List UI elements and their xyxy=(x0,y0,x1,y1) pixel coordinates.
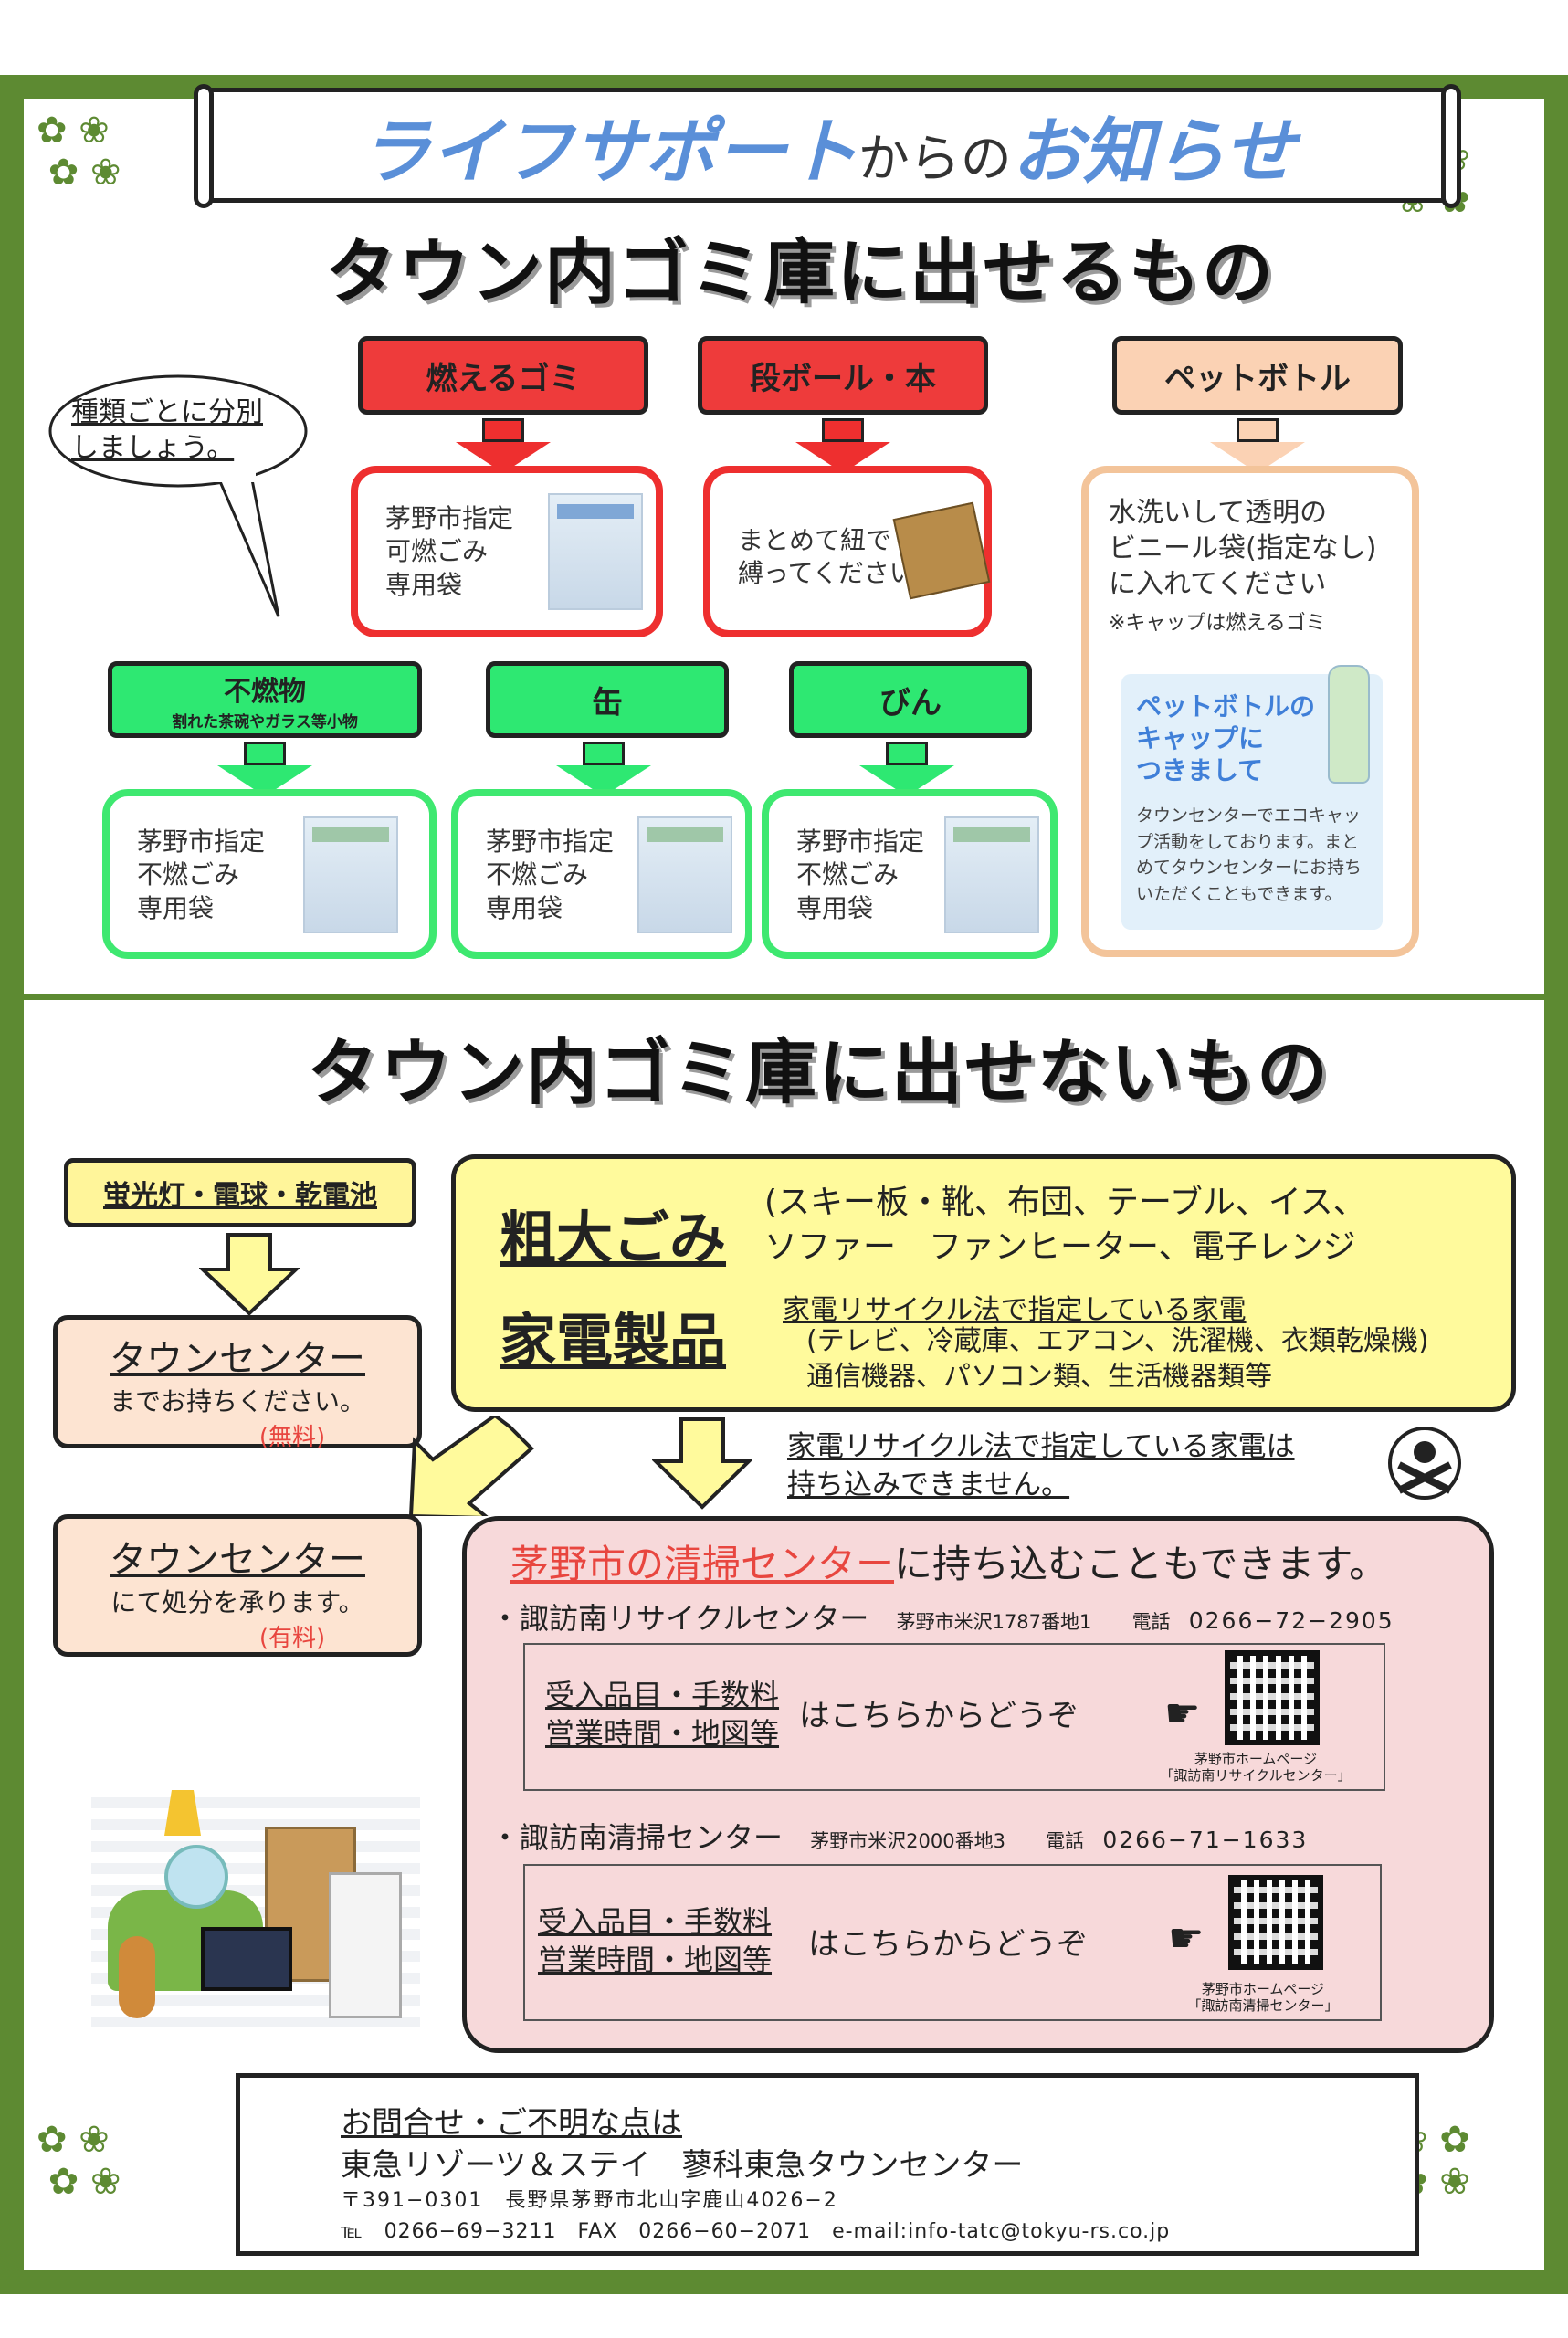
town-center-free-box: タウンセンター までお持ちください。 (無料) xyxy=(53,1315,422,1451)
burnable-box: 茅野市指定 可燃ごみ 専用袋 xyxy=(351,466,663,637)
cardboard-bundle-image xyxy=(892,501,991,600)
category-can: 缶 xyxy=(486,661,729,738)
contact-box: お問合せ・ご不明な点は 東急リゾーツ＆ステイ 蓼科東急タウンセンター 〒391−… xyxy=(236,2073,1419,2256)
pet-bottle-box: 水洗いして透明の ビニール袋(指定なし) に入れてください ※キャップは燃えるゴ… xyxy=(1081,466,1419,957)
arrow-down-icon xyxy=(244,742,286,765)
recycle-link-fees[interactable]: 受入品目・手数料 xyxy=(545,1678,780,1712)
appliances-illustration xyxy=(91,1790,420,2027)
town-center-paid-box: タウンセンター にて処分を承ります。 (有料) xyxy=(53,1514,422,1657)
can-box: 茅野市指定 不燃ごみ 専用袋 xyxy=(451,789,752,959)
arrow-down-icon xyxy=(583,742,625,765)
arrow-down-left-icon xyxy=(408,1416,534,1516)
category-burnable: 燃えるゴミ xyxy=(358,336,648,415)
facility-recycle-info: 受入品目・手数料 営業時間・地図等 はこちらからどうぞ ☛ 茅野市ホームページ … xyxy=(523,1643,1385,1791)
category-lamps: 蛍光灯・電球・乾電池 xyxy=(64,1158,416,1227)
cannot-dispose-heading: タウン内ゴミ庫に出せないもの xyxy=(307,1032,1331,1114)
arrow-down-icon xyxy=(482,418,524,442)
cleaning-center-box: 茅野市の清掃センターに持ち込むこともできます。 ・諏訪南リサイクルセンター 茅野… xyxy=(462,1516,1494,2053)
arrow-down-icon xyxy=(652,1417,752,1510)
can-dispose-heading: タウン内ゴミ庫に出せるもの xyxy=(325,232,1276,314)
cleaning-center-link[interactable]: 茅野市の清掃センター xyxy=(510,1542,895,1586)
bottle-bag-image xyxy=(944,816,1039,933)
facility-recycle: ・諏訪南リサイクルセンター 茅野市米沢1787番地1 電話 0266−72−29… xyxy=(490,1601,1394,1636)
appliance-title: 家電製品 xyxy=(500,1307,727,1374)
contact-heading: お問合せ・ご不明な点は xyxy=(341,2105,682,2142)
appliance-law: 家電リサイクル法で指定している家電 xyxy=(783,1294,1247,1326)
burnable-bag-image xyxy=(548,493,643,610)
section-divider xyxy=(24,994,1544,1000)
non-burnable-bag-image xyxy=(303,816,398,933)
qr-code[interactable] xyxy=(1228,1875,1323,1970)
recycle-link-hours[interactable]: 営業時間・地図等 xyxy=(545,1716,780,1751)
can-bag-image xyxy=(637,816,732,933)
bubble-text: 種類ごとに分別しましょう。 xyxy=(71,396,263,464)
cleaning-link-fees[interactable]: 受入品目・手数料 xyxy=(538,1904,773,1939)
flower-branch-icon: ✿ ❀ ✿ ❀ xyxy=(37,2119,121,2203)
scroll-end-right xyxy=(1441,84,1461,208)
category-non-burnable: 不燃物 割れた茶碗やガラス等小物 xyxy=(108,661,422,738)
cleaning-link-hours[interactable]: 営業時間・地図等 xyxy=(538,1943,773,1977)
cardboard-box: まとめて紐で 縛ってください xyxy=(703,466,992,637)
qr-code[interactable] xyxy=(1225,1650,1320,1745)
title-banner xyxy=(203,88,1452,203)
prohibited-icon xyxy=(1388,1427,1461,1500)
bottle-image xyxy=(1328,665,1370,784)
contact-phone-email[interactable]: ℡ 0266−69−3211 FAX 0266−60−2071 e-mail:i… xyxy=(341,2220,1171,2243)
banner-title: ライフサポートからのお知らせ xyxy=(359,111,1296,194)
facility-cleaning: ・諏訪南清掃センター 茅野市米沢2000番地3 電話 0266−71−1633 xyxy=(490,1820,1309,1855)
speech-bubble xyxy=(48,374,308,617)
bulky-title: 粗大ごみ xyxy=(500,1205,727,1271)
facility-cleaning-info: 受入品目・手数料 営業時間・地図等 はこちらからどうぞ ☛ 茅野市ホームページ … xyxy=(523,1864,1382,2021)
recycle-law-warning: 家電リサイクル法で指定している家電は 持ち込みできません。 xyxy=(787,1430,1295,1501)
arrow-down-icon xyxy=(199,1233,300,1316)
bulky-items: (スキー板・靴、布団、テーブル、イス、 ソファー ファンヒーター、電子レンジ xyxy=(764,1184,1366,1266)
appliance-items: (テレビ、冷蔵庫、エアコン、洗濯機、衣類乾燥機) 通信機器、パソコン類、生活機器… xyxy=(806,1325,1429,1393)
category-pet-bottle: ペットボトル xyxy=(1112,336,1403,415)
bottle-box: 茅野市指定 不燃ごみ 専用袋 xyxy=(762,789,1058,959)
bulky-appliance-box: 粗大ごみ (スキー板・靴、布団、テーブル、イス、 ソファー ファンヒーター、電子… xyxy=(451,1154,1516,1412)
pointing-hand-icon: ☛ xyxy=(1168,1915,1205,1962)
eco-cap-panel: ペットボトルの キャップに つきまして タウンセンターでエコキャップ活動をしてお… xyxy=(1121,665,1383,930)
arrow-down-icon xyxy=(886,742,928,765)
pointing-hand-icon: ☛ xyxy=(1164,1690,1201,1737)
arrow-down-icon xyxy=(1237,418,1279,442)
arrow-down-icon xyxy=(822,418,864,442)
category-cardboard: 段ボール・本 xyxy=(698,336,988,415)
contact-org: 東急リゾーツ＆ステイ 蓼科東急タウンセンター xyxy=(341,2147,1024,2184)
non-burnable-box: 茅野市指定 不燃ごみ 専用袋 xyxy=(102,789,437,959)
flower-branch-icon: ✿ ❀ ✿ ❀ xyxy=(37,110,121,194)
contact-address: 〒391−0301 長野県茅野市北山字鹿山4026−2 xyxy=(341,2189,838,2212)
scroll-end-left xyxy=(194,84,214,208)
category-bottle: びん xyxy=(789,661,1032,738)
cleaning-center-headline: 茅野市の清掃センターに持ち込むこともできます。 xyxy=(510,1542,1388,1586)
